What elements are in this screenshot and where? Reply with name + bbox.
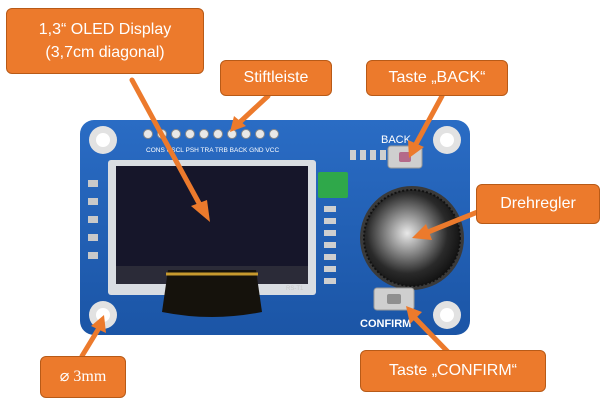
header-pin bbox=[213, 129, 223, 139]
callout-oled-line2: (3,7cm diagonal) bbox=[45, 44, 165, 61]
oled-screen bbox=[116, 166, 308, 284]
arrow-stiftleiste bbox=[237, 93, 271, 125]
smd-capacitor bbox=[324, 230, 336, 236]
callout-knob-label: Drehregler bbox=[500, 195, 576, 213]
callout-stiftleiste: Stiftleiste bbox=[220, 60, 332, 96]
arrow-back bbox=[413, 93, 445, 147]
mounting-hole-bottom-right bbox=[433, 301, 461, 329]
header-pin bbox=[185, 129, 195, 139]
smd-resistor bbox=[88, 216, 98, 223]
callout-confirm-label: Taste „CONFIRM“ bbox=[389, 362, 517, 380]
smd-capacitor bbox=[324, 266, 336, 272]
smd-component bbox=[370, 150, 376, 160]
header-pin bbox=[241, 129, 251, 139]
back-silk-label: BACK bbox=[381, 134, 412, 146]
smd-capacitor bbox=[324, 254, 336, 260]
smd-resistor bbox=[88, 234, 98, 241]
smd-capacitor bbox=[324, 206, 336, 212]
smd-capacitor bbox=[324, 218, 336, 224]
callout-back-label: Taste „BACK“ bbox=[388, 69, 486, 87]
smd-components bbox=[324, 150, 386, 284]
callout-mounting-hole: ⌀ 3mm bbox=[40, 356, 126, 398]
smd-component bbox=[380, 150, 386, 160]
arrow-confirm bbox=[412, 315, 451, 355]
smd-component bbox=[360, 150, 366, 160]
header-pin bbox=[143, 129, 153, 139]
header-pin bbox=[255, 129, 265, 139]
pin-labels: CONS CSCL PSH TRA TRB BACK GND VCC bbox=[146, 147, 279, 154]
arrow-oled bbox=[129, 77, 203, 208]
header-pin bbox=[269, 129, 279, 139]
callout-stiftleiste-label: Stiftleiste bbox=[243, 69, 309, 87]
callout-knob: Drehregler bbox=[476, 184, 600, 224]
smd-capacitor bbox=[324, 242, 336, 248]
callout-back-button: Taste „BACK“ bbox=[366, 60, 508, 96]
header-pin bbox=[199, 129, 209, 139]
callout-oled-line1: 1,3“ OLED Display bbox=[38, 20, 172, 38]
oled-flex-cable bbox=[162, 270, 262, 317]
smd-component bbox=[350, 150, 356, 160]
arrow-hole bbox=[79, 325, 102, 359]
confirm-silk-label: CONFIRM bbox=[360, 318, 411, 330]
mounting-hole-top-right bbox=[433, 126, 461, 154]
pin-header bbox=[143, 129, 279, 139]
smd-resistor bbox=[88, 252, 98, 259]
passive-components bbox=[88, 180, 98, 259]
confirm-button[interactable] bbox=[373, 287, 415, 311]
green-chip bbox=[318, 172, 348, 198]
callout-oled-display: 1,3“ OLED Display (3,7cm diagonal) bbox=[6, 8, 204, 74]
callout-hole-label: ⌀ 3mm bbox=[59, 368, 107, 386]
header-pin bbox=[171, 129, 181, 139]
mounting-hole-top-left bbox=[89, 126, 117, 154]
smd-capacitor bbox=[324, 278, 336, 284]
smd-resistor bbox=[88, 180, 98, 187]
display-silk-label: RS-T1 bbox=[286, 286, 304, 292]
smd-resistor bbox=[88, 198, 98, 205]
callout-confirm-button: Taste „CONFIRM“ bbox=[360, 350, 546, 392]
